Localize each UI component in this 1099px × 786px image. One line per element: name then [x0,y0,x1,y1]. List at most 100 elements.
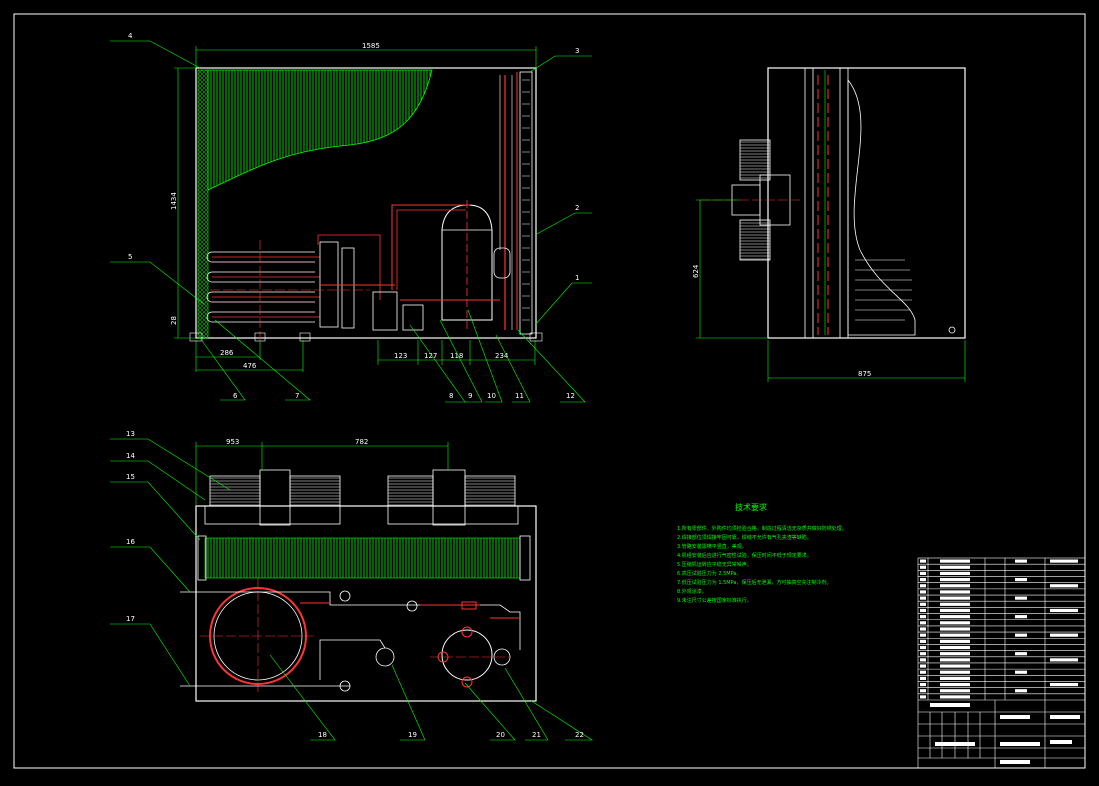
callout-4: 4 [128,32,133,40]
dim-front-height: 1434 [170,192,178,210]
callout-13: 13 [126,430,135,438]
parts-list-table [917,557,1086,769]
dim-bottom-b: 127 [424,352,437,360]
parts-cell-block [920,689,926,693]
dim-bottom-d: 234 [495,352,509,360]
parts-cell-block [940,676,970,680]
callout-16: 16 [126,538,135,546]
parts-cell-block [920,596,926,600]
side-view [700,67,966,339]
parts-cell-block [1015,559,1027,563]
callout-15: 15 [126,473,135,481]
parts-cell-block [940,621,970,625]
parts-cell-block [1015,615,1027,619]
left-coil [197,69,209,339]
title-block-cell [1000,715,1030,719]
parts-cell-block [940,639,970,643]
note-7: 7.低压试验压力为 1.5MPa，保压后无泄漏，方可抽真空充注制冷剂。 [677,579,831,586]
dim-bottom-a: 123 [394,352,407,360]
callout-20: 20 [496,731,505,739]
parts-cell-block [940,670,970,674]
callout-9: 9 [468,392,472,400]
parts-cell-block [920,590,926,594]
dim-top-b: 782 [355,438,368,446]
parts-cell-block [920,565,926,569]
parts-cell-block [920,682,926,687]
dim-left-a: 286 [220,349,234,357]
parts-cell-block [920,652,926,656]
parts-cell-block [1015,670,1027,674]
parts-cell-block [920,615,926,619]
note-6: 6.高压试验压力为 2.5MPa。 [677,570,741,577]
parts-cell-block [940,565,970,569]
parts-cell-block [920,602,926,606]
note-8: 8.外观涂漆。 [677,588,707,595]
dim-top-a: 953 [226,438,239,446]
side-dimensions [696,199,966,382]
right-coil [519,71,533,335]
callout-5: 5 [128,253,132,261]
parts-cell-block [1050,658,1078,662]
parts-cell-block [940,664,970,668]
parts-cell-block [940,571,970,576]
receiver [493,247,511,279]
parts-cell-block [940,559,970,563]
parts-cell-block [920,695,926,699]
parts-cell-block [920,645,926,650]
parts-cell-block [1050,559,1078,563]
parts-cell-block [940,590,970,594]
callout-10: 10 [487,392,496,400]
parts-cell-block [920,639,926,643]
parts-cell-block [920,676,926,680]
parts-cell-block [940,627,970,631]
parts-cell-block [920,670,926,674]
callout-18: 18 [318,731,327,739]
parts-cell-block [920,584,926,588]
parts-cell-block [920,571,926,576]
dim-left-b: 476 [243,362,257,370]
note-9: 9.未注尺寸公差按国家标准执行。 [677,597,752,604]
dim-bottom-c: 118 [450,352,463,360]
parts-cell-block [1050,633,1078,637]
front-frame [195,67,537,339]
note-5: 5.压缩机运转应平稳无异常噪声。 [677,561,752,568]
callout-3: 3 [575,47,579,55]
parts-cell-block [920,633,926,637]
title-block-cell [930,703,970,707]
parts-cell-block [1015,633,1027,637]
parts-cell-block [1050,608,1078,613]
title-block-cell [1000,742,1040,746]
title-block-cell [935,742,975,746]
parts-cell-block [1015,652,1027,656]
technical-notes: 技术要求 1.所有零部件、外购件均须检验合格，制造过程清洁无杂质并做好防锈处理。… [677,502,847,604]
top-condenser [204,537,521,579]
side-frame [767,67,966,339]
front-view [189,67,543,342]
parts-cell-block [1050,682,1078,687]
evaporator-coil [206,251,315,323]
callout-7: 7 [295,392,299,400]
parts-cell-block [940,608,970,613]
parts-cell-block [940,652,970,656]
callout-leaders [110,40,594,741]
note-2: 2.焊接部位须焊接牢固可靠，焊缝不允许有气孔夹渣等缺陷。 [677,534,812,541]
parts-cell-block [1015,578,1027,582]
callout-11: 11 [515,392,524,400]
sheet-border [13,13,1086,769]
parts-cell-block [920,621,926,625]
parts-cell-block [940,615,970,619]
parts-cell-block [940,645,970,650]
top-view [180,469,537,702]
callout-2: 2 [575,204,579,212]
parts-cell-block [1015,596,1027,600]
parts-cell-block [920,627,926,631]
callout-12: 12 [566,392,575,400]
dim-side-width: 875 [858,370,871,378]
callout-8: 8 [449,392,453,400]
callout-17: 17 [126,615,135,623]
title-block-cell [1050,740,1072,744]
callout-14: 14 [126,452,135,460]
parts-cell-block [920,658,926,662]
top-frame [195,505,537,702]
